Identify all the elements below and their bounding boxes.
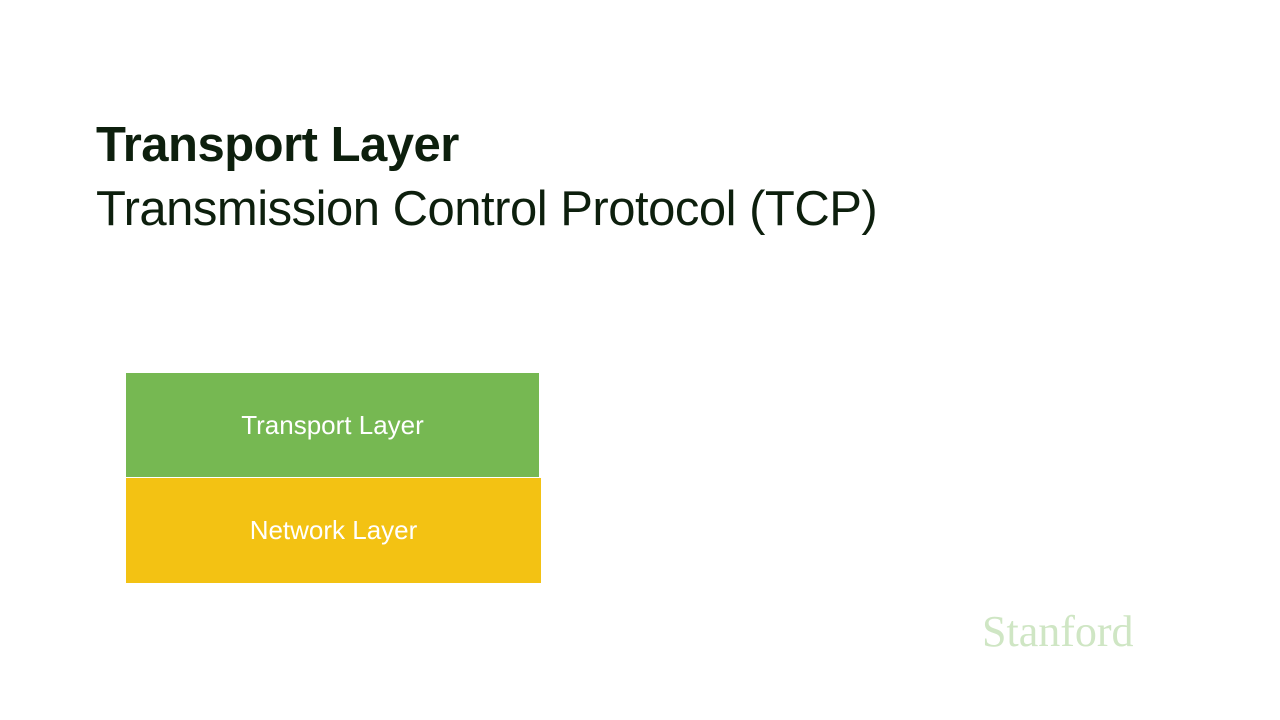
stanford-logo: Stanford <box>982 607 1134 656</box>
slide-title: Transport Layer <box>96 118 459 172</box>
transport-layer-label: Transport Layer <box>241 409 424 440</box>
slide-subtitle: Transmission Control Protocol (TCP) <box>96 182 878 236</box>
network-layer-block: Network Layer <box>126 478 541 583</box>
network-layer-label: Network Layer <box>249 515 418 545</box>
transport-layer-block: Transport Layer <box>126 373 539 477</box>
